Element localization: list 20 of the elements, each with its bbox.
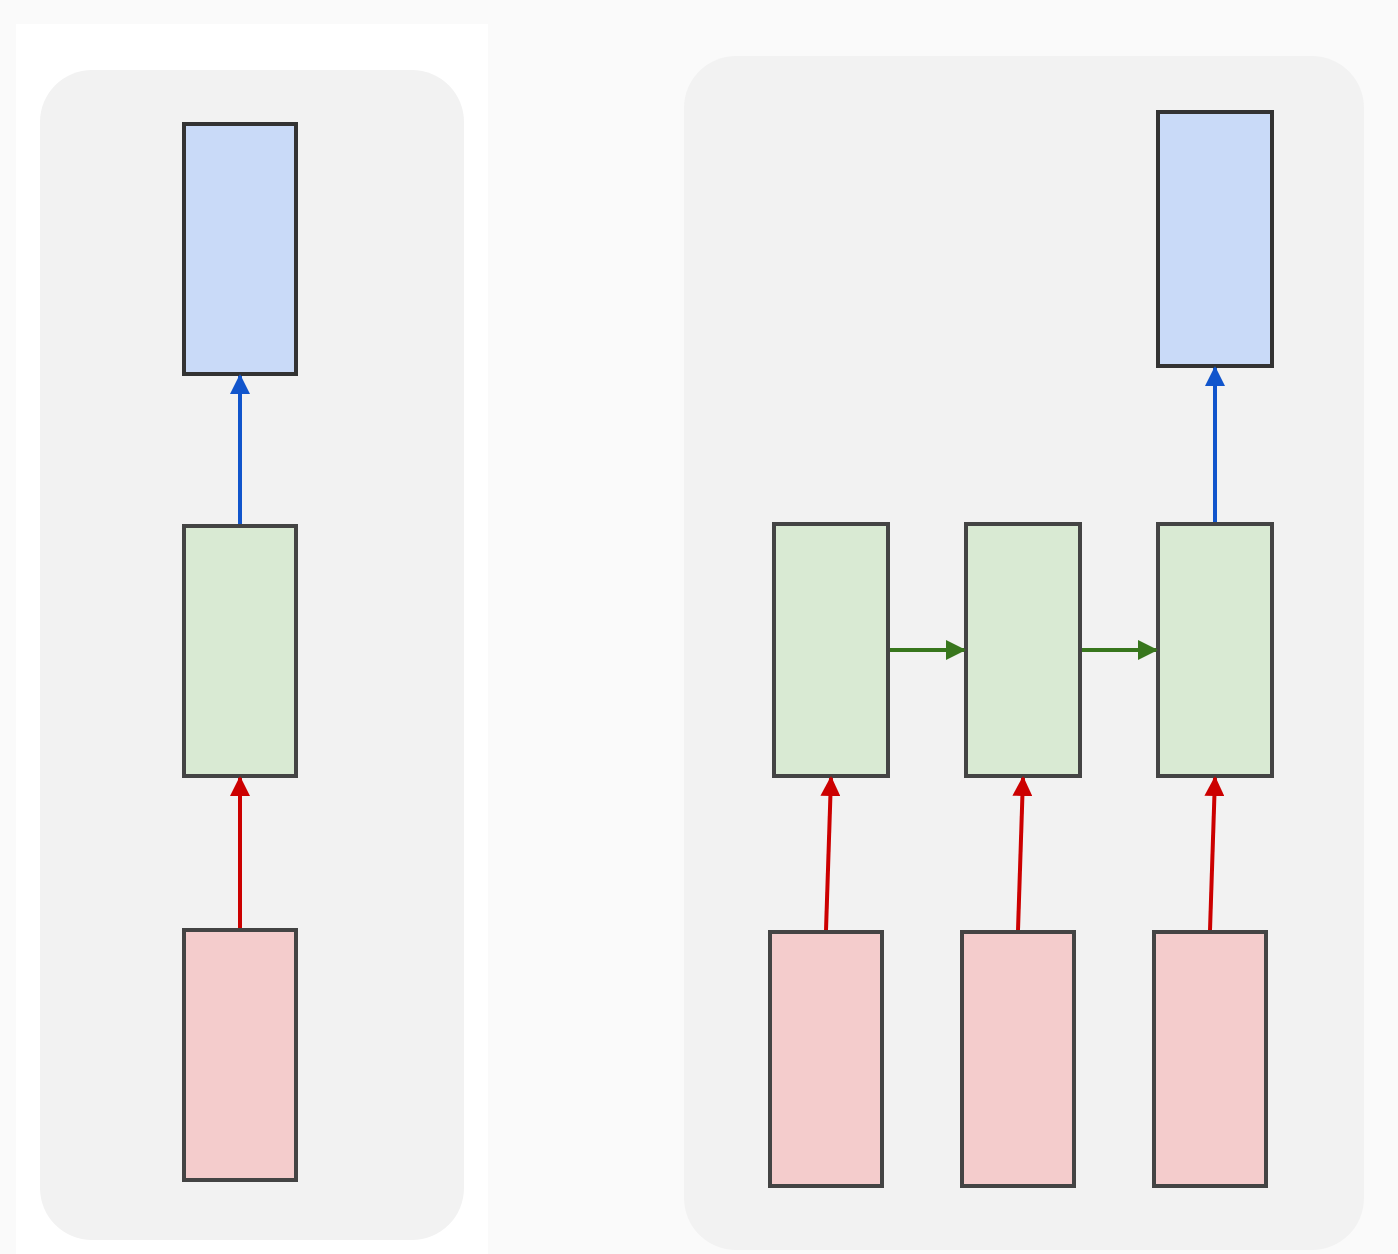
input-box	[960, 930, 1076, 1188]
arrow	[1082, 640, 1158, 660]
input-box	[1152, 930, 1268, 1188]
hidden-state-box	[772, 522, 890, 778]
input-box	[768, 930, 884, 1188]
output-box	[1156, 110, 1274, 368]
hidden-state-box	[964, 522, 1082, 778]
panel-background	[684, 56, 1364, 1250]
hidden-state-box	[1156, 522, 1274, 778]
panel-background	[40, 70, 464, 1240]
arrow	[230, 374, 250, 524]
arrow	[820, 776, 841, 931]
output-box	[182, 122, 298, 376]
input-box	[182, 928, 298, 1182]
arrow	[1204, 776, 1225, 931]
hidden-state-box	[182, 524, 298, 778]
arrow	[1012, 776, 1033, 931]
arrow	[890, 640, 966, 660]
arrow	[230, 776, 250, 928]
arrow	[1205, 366, 1225, 522]
